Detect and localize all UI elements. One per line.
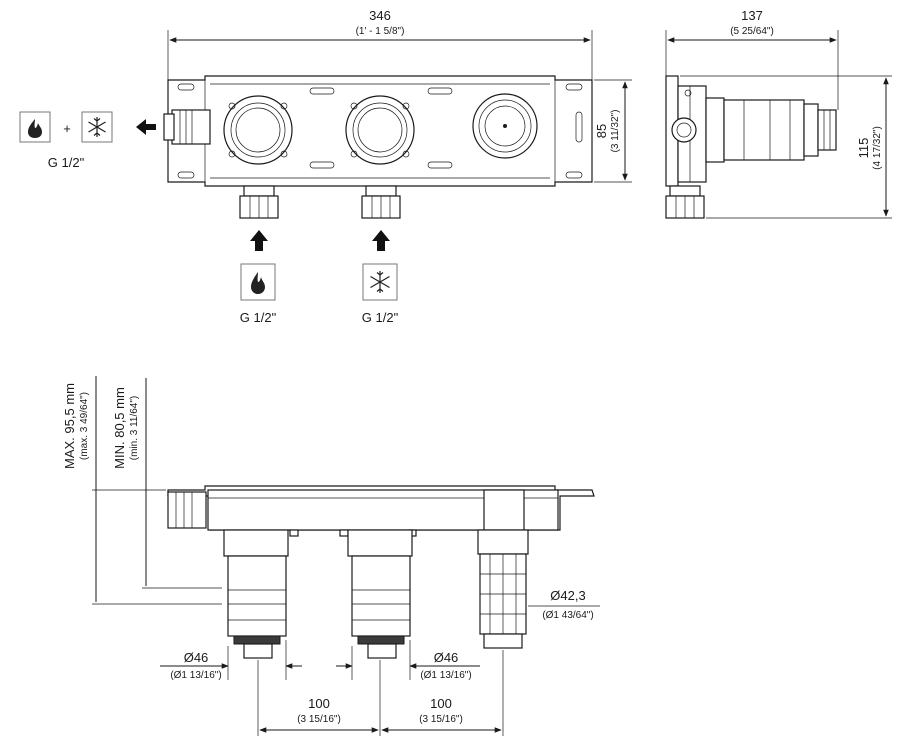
diverter-diameter-in-label: (Ø1 43/64")	[542, 610, 593, 621]
section-diverter	[477, 489, 529, 649]
flame-icon	[251, 272, 265, 294]
outlet-label: G 1/2"	[48, 155, 85, 170]
width-in-label: (1' - 1 5/8")	[356, 26, 405, 37]
mounting-slot	[427, 161, 453, 169]
right-spacing-mm-label: 100	[430, 696, 452, 711]
side-outlet-port	[671, 117, 697, 143]
mounting-slot	[309, 87, 335, 95]
section-cold-cartridge	[347, 529, 413, 659]
height-in-label: (3 11/32")	[610, 110, 621, 153]
plus-sign: +	[63, 121, 71, 136]
mounting-slot	[309, 161, 335, 169]
side-width-in-label: (5 25/64")	[730, 26, 774, 37]
hot-diameter-in-label: (Ø1 13/16")	[170, 670, 221, 681]
section-hot-cartridge	[223, 529, 289, 659]
cold-valve-ring	[345, 95, 415, 165]
left-spacing-in-label: (3 15/16")	[297, 714, 341, 725]
up-arrow-icon	[372, 230, 390, 251]
diverter-diameter-mm-label: Ø42,3	[550, 588, 585, 603]
min-depth-in-label: (min. 3 11/64")	[129, 396, 140, 461]
cold-inlet-indicator: G 1/2"	[362, 230, 399, 325]
mounting-slot	[575, 111, 583, 143]
outlet-indicator: + G 1/2"	[19, 111, 156, 170]
mounting-slot	[177, 83, 195, 91]
side-height-in-label: (4 17/32")	[872, 126, 883, 170]
flame-icon	[28, 119, 42, 138]
diverter-ring	[472, 93, 538, 159]
hot-diameter-mm-label: Ø46	[184, 650, 209, 665]
cold-inlet-fitting	[361, 185, 401, 219]
left-arrow-icon	[136, 119, 156, 135]
side-height-mm-label: 115	[856, 138, 871, 159]
hot-inlet-fitting	[239, 185, 279, 219]
snowflake-icon	[88, 117, 106, 137]
max-depth-mm-label: MAX. 95,5 mm	[62, 383, 77, 469]
cold-diameter-mm-label: Ø46	[434, 650, 459, 665]
width-mm-label: 346	[369, 8, 391, 23]
mounting-slot	[427, 87, 453, 95]
side-width-mm-label: 137	[741, 8, 763, 23]
section-view: MAX. 95,5 mm (max. 3 49/64") MIN. 80,5 m…	[62, 376, 600, 736]
mounting-slot	[565, 83, 583, 91]
min-depth-mm-label: MIN. 80,5 mm	[112, 387, 127, 469]
height-mm-label: 85	[594, 124, 609, 138]
right-spacing-in-label: (3 15/16")	[419, 714, 463, 725]
section-outlet-fitting	[167, 491, 207, 529]
mounting-slot	[565, 171, 583, 179]
max-depth-in-label: (max. 3 49/64")	[79, 392, 90, 460]
snowflake-icon	[370, 271, 390, 293]
mounting-slot	[177, 171, 195, 179]
left-spacing-mm-label: 100	[308, 696, 330, 711]
hot-inlet-indicator: G 1/2"	[240, 230, 277, 325]
outlet-fitting	[163, 109, 211, 145]
hot-valve-ring	[223, 95, 293, 165]
cold-inlet-label: G 1/2"	[362, 310, 399, 325]
hot-inlet-label: G 1/2"	[240, 310, 277, 325]
side-view: 137 (5 25/64") 115 (4 17/32")	[665, 8, 892, 219]
up-arrow-icon	[250, 230, 268, 251]
front-view: 346 (1' - 1 5/8")	[163, 8, 632, 219]
side-cartridge	[723, 99, 805, 161]
cold-diameter-in-label: (Ø1 13/16")	[420, 670, 471, 681]
